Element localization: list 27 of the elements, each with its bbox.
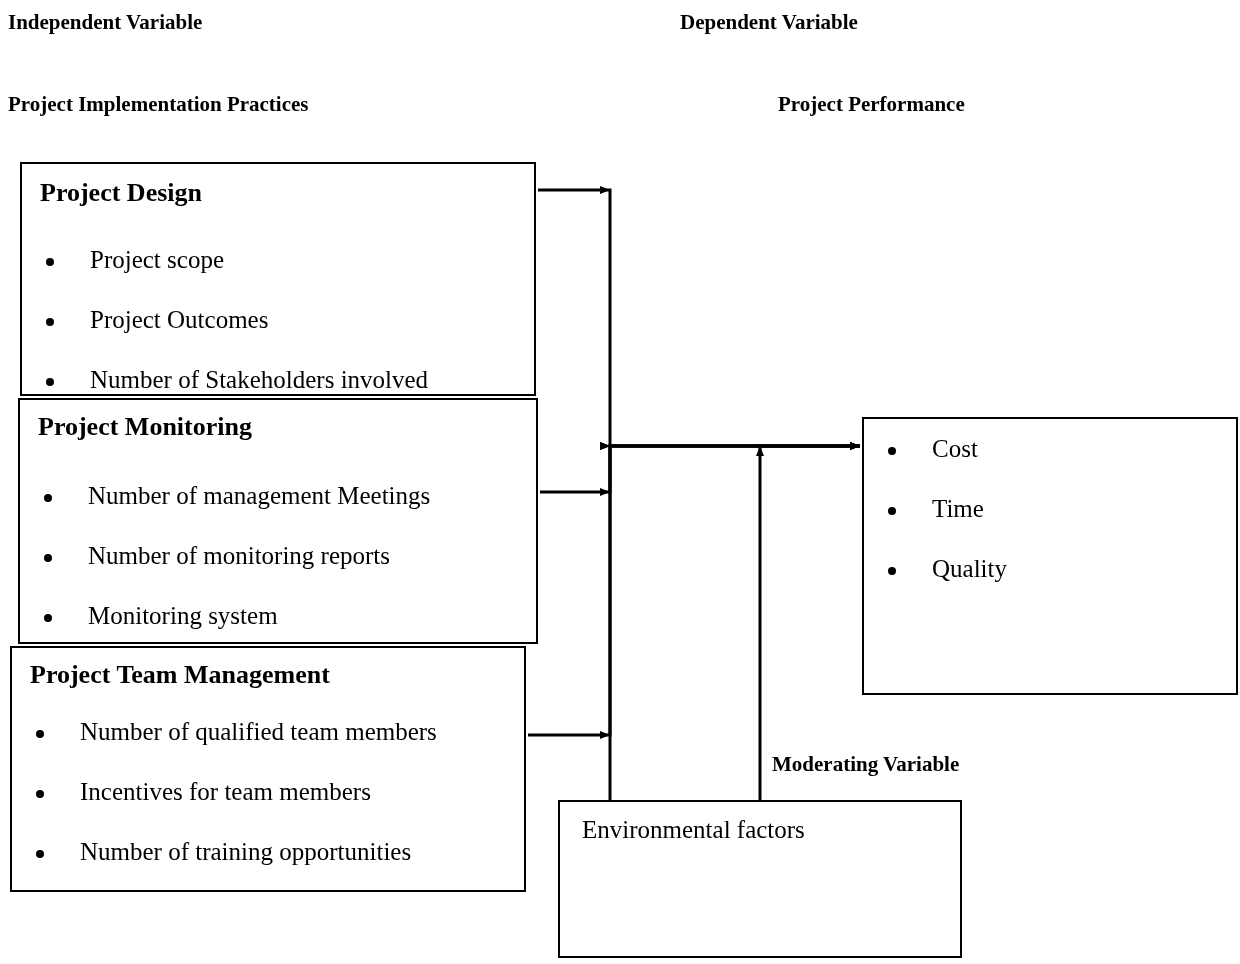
bullet-item: Number of monitoring reports xyxy=(88,542,391,570)
bullet-item: Number of training opportunities xyxy=(80,838,412,866)
bullet-item: Quality xyxy=(932,555,1007,583)
moderating-box xyxy=(558,800,962,958)
bullet-item: Project scope xyxy=(90,246,224,274)
bullet-item: Cost xyxy=(932,435,978,463)
variable-heading: Moderating Variable xyxy=(772,752,960,777)
bullet-item: Incentives for team members xyxy=(80,778,371,806)
bullet-item: Number of Stakeholders involved xyxy=(90,366,429,394)
variable-heading: Dependent Variable xyxy=(680,10,858,35)
arrow xyxy=(608,442,860,800)
practice-box xyxy=(18,398,538,644)
practice-box xyxy=(20,162,536,396)
variable-heading: Project Implementation Practices xyxy=(8,92,309,117)
box-heading: Project Design xyxy=(40,178,202,208)
box-text: Environmental factors xyxy=(582,816,805,844)
bullet-item: Number of management Meetings xyxy=(88,482,431,510)
outcome-box xyxy=(862,417,1238,695)
bullet-item: Number of qualified team members xyxy=(80,718,437,746)
bullet-item: Monitoring system xyxy=(88,602,278,630)
box-heading: Project Monitoring xyxy=(38,412,252,442)
box-heading: Project Team Management xyxy=(30,660,330,690)
variable-heading: Project Performance xyxy=(778,92,965,117)
variable-heading: Independent Variable xyxy=(8,10,203,35)
bullet-item: Project Outcomes xyxy=(90,306,269,334)
bullet-item: Time xyxy=(932,495,984,523)
practice-box xyxy=(10,646,526,892)
